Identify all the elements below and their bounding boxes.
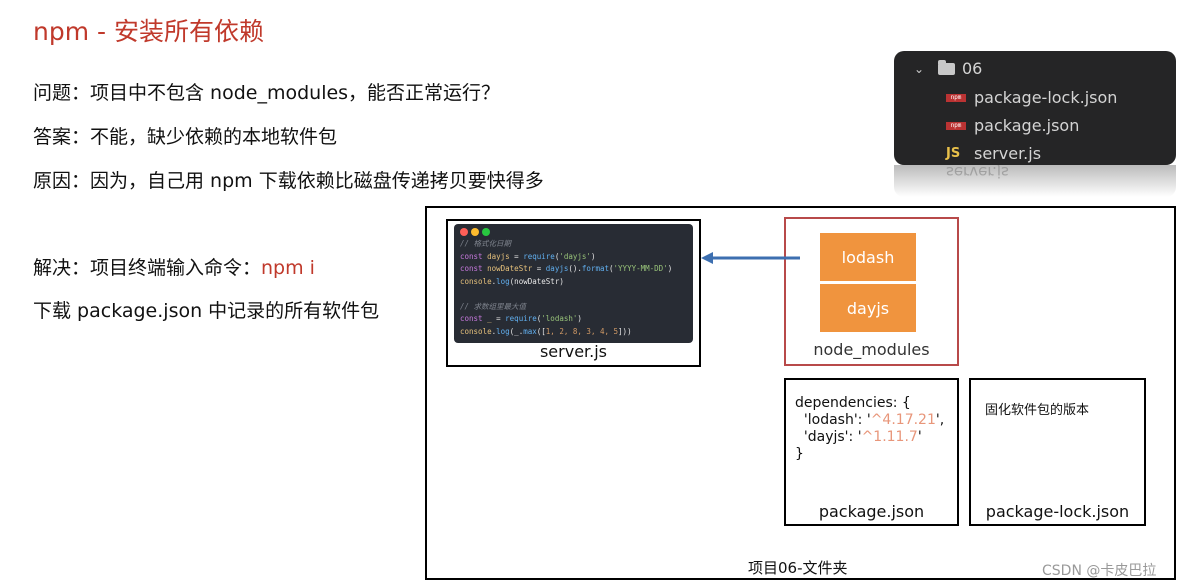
dep-dayjs-end: '	[917, 429, 922, 445]
code-token: _	[487, 314, 492, 323]
code-token	[460, 289, 465, 298]
code-line: console.log(nowDateStr)	[460, 276, 672, 289]
code-line: const dayjs = require('dayjs')	[460, 251, 672, 264]
code-token: ().	[568, 264, 582, 273]
code-token: log	[496, 326, 510, 336]
dep-lodash-version: ^4.17.21	[870, 412, 936, 428]
page-title: npm - 安装所有依赖	[33, 17, 264, 46]
code-token: require	[505, 314, 537, 323]
code-token: (	[554, 251, 560, 261]
download-text: 下载 package.json 中记录的所有软件包	[33, 300, 380, 322]
code-token: log	[496, 276, 510, 286]
file-name: package-lock.json	[974, 88, 1118, 107]
code-token: // 格式化日期	[460, 239, 512, 248]
code-token: (	[536, 314, 542, 323]
package-lock-label: package-lock.json	[985, 502, 1130, 521]
code-line: // 求数组里最大值	[460, 301, 672, 314]
panel-reflection: server.js	[894, 165, 1176, 197]
dep-lodash-end: ',	[935, 412, 945, 428]
code-token: =	[491, 314, 506, 323]
solve-prefix: 解决：项目终端输入命令：	[33, 257, 262, 279]
code-token: =	[509, 251, 524, 261]
minimize-dot-icon	[471, 228, 479, 236]
server-js-label: server.js	[539, 342, 608, 361]
dep-lodash-key: 'lodash': '	[795, 412, 871, 428]
solve-text: 解决：项目终端输入命令：npm i	[33, 253, 315, 280]
file-name: server.js	[974, 144, 1042, 163]
code-token: (nowDateStr)	[509, 276, 564, 286]
dep-dayjs-key: 'dayjs': '	[795, 429, 862, 445]
code-token: format	[581, 264, 610, 273]
dep-dayjs-version: ^1.11.7	[861, 429, 918, 445]
file-name: package.json	[974, 116, 1080, 135]
reason-text: 原因：因为，自己用 npm 下载依赖比磁盘传递拷贝要快得多	[33, 170, 544, 192]
code-token: dayjs	[487, 251, 510, 261]
deps-close: }	[795, 446, 804, 462]
tree-item-package-json[interactable]: npm package.json	[946, 116, 1079, 135]
code-token: // 求数组里最大值	[460, 301, 527, 311]
package-lock-box	[969, 378, 1146, 526]
code-line: const nowDateStr = dayjs().format('YYYY-…	[460, 263, 672, 276]
folder-label: 项目06-文件夹	[748, 559, 848, 577]
package-json-box	[784, 378, 959, 526]
question-text: 问题：项目中不包含 node_modules，能否正常运行？	[33, 82, 501, 104]
js-icon: JS	[946, 146, 961, 161]
watermark: CSDN @卡皮巴拉	[1042, 563, 1157, 579]
code-token: dayjs	[545, 264, 569, 273]
code-token: .	[491, 276, 497, 286]
code-token: =	[532, 264, 546, 273]
code-token: 'lodash'	[541, 314, 578, 323]
code-token: )	[577, 314, 582, 323]
node-modules-box	[784, 217, 959, 366]
npm-icon: npm	[946, 93, 966, 102]
package-dayjs: dayjs	[820, 284, 916, 332]
code-line: const _ = require('lodash')	[460, 313, 672, 326]
package-json-label: package.json	[818, 502, 925, 521]
package-lodash: lodash	[820, 233, 916, 281]
arrow-left-icon	[701, 252, 800, 264]
project-folder-frame	[425, 206, 1176, 580]
code-token: (	[609, 264, 614, 273]
code-token: const	[460, 251, 488, 261]
tree-item-package-lock[interactable]: npm package-lock.json	[946, 88, 1117, 107]
code-token: .	[491, 326, 497, 336]
code-token: 'dayjs'	[559, 251, 591, 261]
node-modules-label: node_modules	[813, 340, 930, 359]
code-token: max	[523, 326, 537, 336]
npm-icon: npm	[946, 121, 966, 130]
code-token: ([	[536, 326, 546, 336]
dependencies-code: dependencies: { 'lodash': '^4.17.21', 'd…	[795, 395, 944, 463]
answer-text: 答案：不能，缺少依赖的本地软件包	[33, 126, 338, 148]
code-token: console	[460, 276, 492, 286]
code-token: (_.	[509, 326, 524, 336]
code-token: 'YYYY-MM-DD'	[613, 264, 668, 273]
lock-note: 固化软件包的版本	[985, 403, 1090, 418]
code-line: // 格式化日期	[460, 238, 672, 251]
code-line	[460, 288, 672, 301]
maximize-dot-icon	[482, 228, 490, 236]
tree-folder-06[interactable]: ⌄ 06	[914, 59, 982, 78]
code-token: require	[523, 251, 555, 261]
code-token: )	[667, 264, 673, 273]
folder-icon	[938, 59, 955, 75]
code-token: nowDateStr	[487, 264, 533, 273]
close-dot-icon	[460, 228, 468, 236]
code-token: )	[590, 251, 596, 261]
npm-command: npm i	[261, 257, 315, 279]
code-token: 1, 2, 8, 3, 4, 5	[545, 326, 619, 336]
deps-open: dependencies: {	[795, 395, 911, 411]
code-token: ]))	[618, 326, 632, 336]
code-token: const	[460, 264, 488, 273]
tree-item-server-js[interactable]: JS server.js	[946, 144, 1041, 163]
folder-name: 06	[962, 59, 983, 78]
chevron-down-icon: ⌄	[914, 61, 925, 76]
code-line: console.log(_.max([1, 2, 8, 3, 4, 5]))	[460, 326, 672, 339]
file-explorer-panel: ⌄ 06 npm package-lock.json npm package.j…	[894, 51, 1176, 165]
reflection-text: server.js	[946, 165, 1009, 181]
code-token: console	[460, 326, 492, 336]
code-token: const	[460, 314, 488, 323]
